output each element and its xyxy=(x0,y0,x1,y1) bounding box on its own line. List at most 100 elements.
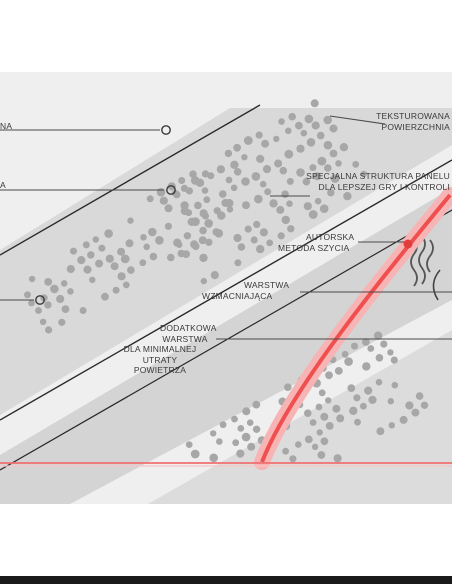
dimple xyxy=(70,247,77,255)
dimple xyxy=(204,219,213,228)
dimple xyxy=(199,253,208,263)
dimple xyxy=(143,243,150,251)
dimple xyxy=(354,418,361,426)
label-extra-line2: WARSTWA xyxy=(162,333,208,344)
dimple xyxy=(279,166,288,175)
dimple xyxy=(187,217,196,226)
dimple xyxy=(241,432,251,442)
dimple xyxy=(277,232,285,240)
dimple xyxy=(87,251,95,259)
dimple xyxy=(243,136,253,145)
dimple xyxy=(333,454,342,463)
dimple xyxy=(380,340,388,348)
dimple xyxy=(183,232,192,240)
dimple xyxy=(330,174,340,183)
label-extra-line3: DLA MINIMALNEJ xyxy=(123,344,197,354)
dimple xyxy=(391,381,399,389)
dimple xyxy=(360,402,367,410)
dimple xyxy=(122,281,130,289)
dimple xyxy=(155,236,164,245)
dimple xyxy=(325,371,333,380)
dimple xyxy=(241,154,248,161)
dimple xyxy=(336,414,345,423)
dimple xyxy=(212,228,220,236)
dimple xyxy=(120,254,130,264)
dimple xyxy=(209,453,218,463)
dimple xyxy=(217,211,226,220)
dimple xyxy=(127,217,134,224)
dimple xyxy=(28,299,35,307)
dimple xyxy=(82,241,90,249)
dimple xyxy=(323,140,333,150)
dimple xyxy=(362,338,370,346)
dimple xyxy=(178,177,186,184)
dimple xyxy=(233,168,242,176)
dimple xyxy=(226,206,234,213)
dimple xyxy=(216,438,223,445)
dimple xyxy=(77,256,86,265)
dimple xyxy=(224,149,233,158)
dimple xyxy=(95,259,104,268)
dimple xyxy=(316,131,325,140)
reinforcing-arc xyxy=(432,269,441,301)
dimple xyxy=(203,196,211,204)
dimple xyxy=(201,170,210,178)
dimple xyxy=(388,422,395,429)
leader-line-textured xyxy=(329,115,386,125)
dimple xyxy=(316,429,323,436)
dimple xyxy=(210,271,219,280)
dimple xyxy=(313,172,322,181)
dimple xyxy=(282,447,289,455)
dimple xyxy=(353,394,361,402)
label-left-cut-2: A xyxy=(0,180,6,190)
dimple xyxy=(296,168,305,177)
dimple xyxy=(284,149,294,159)
dimple xyxy=(302,177,311,186)
dimple xyxy=(259,228,268,237)
label-extra-line5: POWIETRZA xyxy=(133,365,187,375)
dimple xyxy=(325,422,334,430)
dimple xyxy=(387,398,394,405)
dimple xyxy=(306,138,316,147)
dimple xyxy=(219,421,227,429)
dimple xyxy=(259,180,267,188)
dimple xyxy=(420,401,429,409)
label-reinforcing: WARSTWA WZMACNIAJĄCA xyxy=(202,280,289,301)
dimple xyxy=(352,161,360,168)
dimple xyxy=(320,412,329,421)
dimple xyxy=(225,176,233,184)
dimple xyxy=(250,236,258,244)
dimple xyxy=(334,367,343,375)
dimple xyxy=(315,403,323,411)
dimple xyxy=(399,415,408,424)
dimple xyxy=(117,272,126,281)
dimple xyxy=(252,425,261,433)
layer-edge-line-1 xyxy=(0,104,261,256)
layer-edge-line-3 xyxy=(0,209,452,471)
dimple xyxy=(112,286,120,294)
dimple xyxy=(304,114,314,124)
dimple xyxy=(230,160,239,169)
dimple xyxy=(173,238,182,247)
dimple xyxy=(360,170,367,178)
layer-stripe-lower xyxy=(147,330,452,504)
dimple xyxy=(67,288,74,295)
dimple xyxy=(303,202,312,211)
dimple xyxy=(308,210,318,219)
dimple xyxy=(216,165,225,174)
dimple xyxy=(375,378,383,386)
dimple xyxy=(320,437,329,446)
dimple xyxy=(164,222,172,230)
dimple xyxy=(304,435,313,444)
dimple xyxy=(325,397,332,404)
dimple xyxy=(79,307,87,314)
dimple xyxy=(411,408,420,417)
dimple xyxy=(201,187,209,194)
dimple xyxy=(189,170,197,178)
label-stitching-line2: METODA SZYCIA xyxy=(278,242,350,253)
leader-marker-3 xyxy=(35,295,45,305)
dimple xyxy=(171,189,179,197)
dimple xyxy=(242,201,250,210)
dimple xyxy=(253,220,261,228)
dimple xyxy=(252,400,261,409)
